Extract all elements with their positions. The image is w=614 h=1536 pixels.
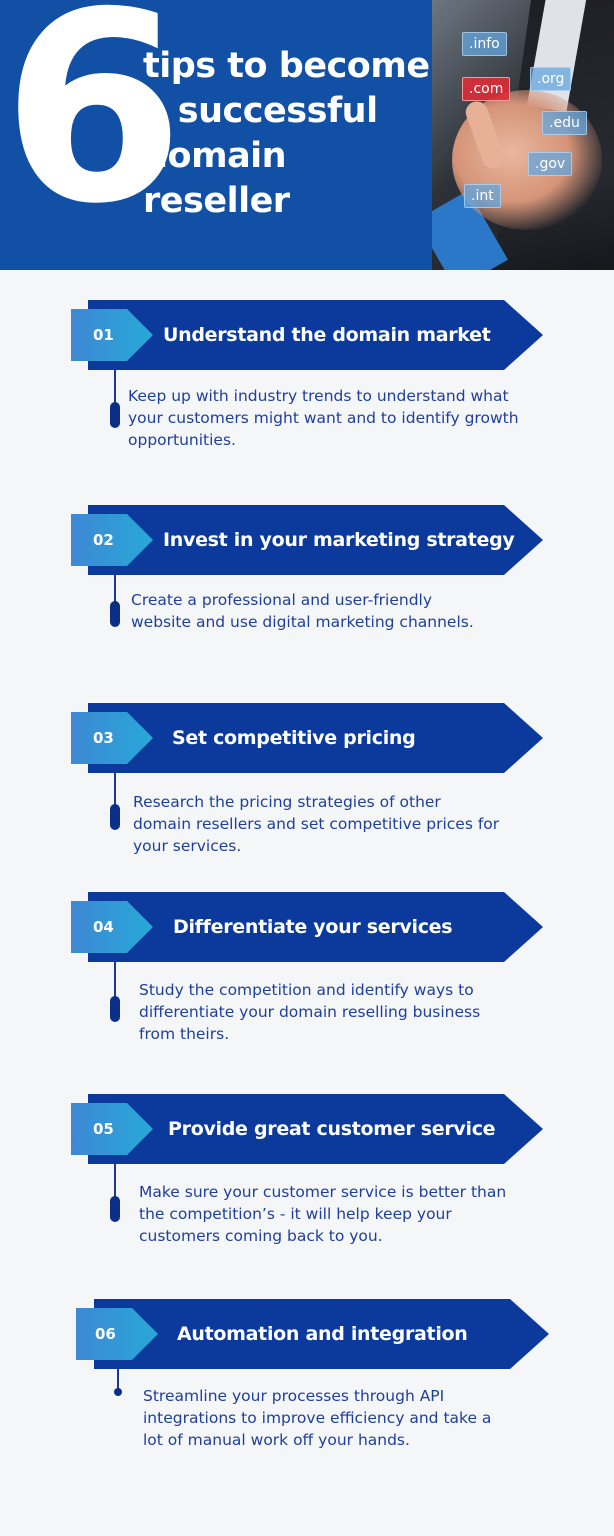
tip-connector — [117, 1369, 119, 1389]
domain-tag-gov: .gov — [528, 152, 573, 176]
tip-connector — [114, 370, 116, 420]
tip-bullet — [110, 402, 120, 428]
tip-banner — [88, 892, 543, 962]
tip-description: Study the competition and identify ways … — [139, 981, 481, 1043]
tip-connector — [114, 1164, 116, 1204]
tip-title: Provide great customer service — [168, 1118, 496, 1140]
tip-banner — [88, 1094, 543, 1164]
tip-banner — [88, 703, 543, 773]
tip-connector — [114, 575, 116, 615]
tip-number: 04 — [93, 918, 114, 936]
tip-banner — [94, 1299, 549, 1369]
tip-description: Make sure your customer service is bette… — [139, 1183, 507, 1245]
tip-title: Invest in your marketing strategy — [163, 529, 515, 551]
header-photo: .info .com .org .edu .gov .int — [432, 0, 614, 270]
domain-tag-org: .org — [530, 67, 572, 91]
tip-bullet — [110, 601, 120, 627]
domain-tag-edu: .edu — [542, 111, 587, 135]
tip-number: 06 — [95, 1325, 116, 1343]
domain-tag-com: .com — [462, 77, 511, 101]
tip-description: Create a professional and user-friendly … — [131, 591, 474, 631]
tip-banner — [88, 505, 543, 575]
header-title-line-3: domain — [143, 136, 287, 176]
tip-bullet — [114, 1388, 122, 1396]
tip-bullet — [110, 996, 120, 1022]
domain-tag-int: .int — [464, 184, 501, 208]
header-banner: 6 tips to become a successful domain res… — [0, 0, 614, 270]
tip-bullet — [110, 1196, 120, 1222]
domain-tag-info: .info — [462, 32, 507, 56]
tip-bullet — [110, 804, 120, 830]
header-title-line-4: reseller — [143, 181, 290, 221]
tip-connector — [114, 962, 116, 1002]
tip-title: Understand the domain market — [163, 324, 491, 346]
tip-title: Automation and integration — [177, 1323, 468, 1345]
header-title-line-1: tips to become — [143, 46, 430, 86]
tip-description: Research the pricing strategies of other… — [133, 793, 500, 855]
tip-number: 01 — [93, 326, 114, 344]
tip-title: Differentiate your services — [173, 916, 453, 938]
tip-title: Set competitive pricing — [172, 727, 416, 749]
tip-description: Keep up with industry trends to understa… — [128, 387, 519, 449]
tip-number: 02 — [93, 531, 114, 549]
tip-number: 03 — [93, 729, 114, 747]
tip-banner — [88, 300, 543, 370]
tip-description: Streamline your processes through API in… — [143, 1387, 492, 1449]
header-title-line-2: a successful — [143, 91, 378, 131]
header-title: tips to become a successful domain resel… — [143, 44, 433, 224]
tip-connector — [114, 773, 116, 813]
header-big-number: 6 — [2, 0, 184, 261]
tip-number: 05 — [93, 1120, 114, 1138]
